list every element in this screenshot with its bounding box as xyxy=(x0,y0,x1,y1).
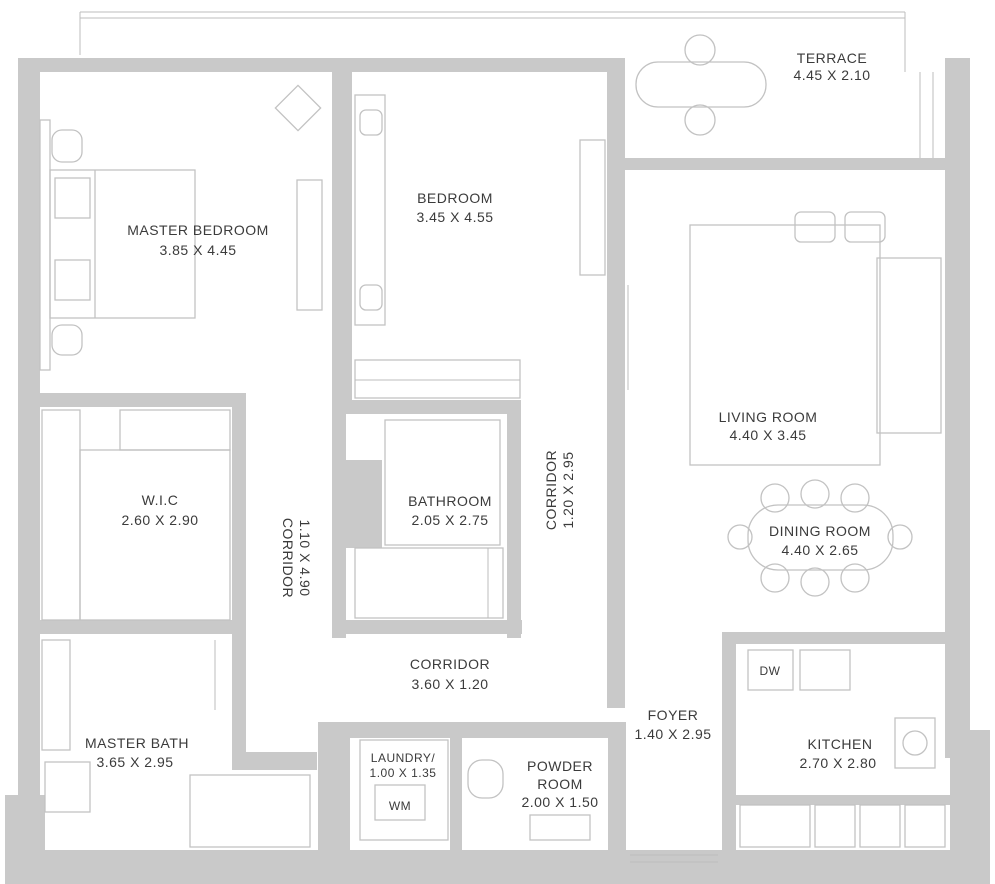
living-room-dims: 4.40 X 3.45 xyxy=(729,427,806,443)
foyer-name: FOYER xyxy=(648,707,699,723)
powder-room-name: POWDER xyxy=(527,758,593,774)
fixtures xyxy=(39,11,946,863)
corridor-left-name: CORRIDOR xyxy=(280,518,296,598)
wic-name: W.I.C xyxy=(142,492,179,508)
corridor-right-name: CORRIDOR xyxy=(543,450,559,530)
terrace-name: TERRACE xyxy=(797,50,867,66)
powder-room-dims: 2.00 X 1.50 xyxy=(521,794,598,810)
foyer-dims: 1.40 X 2.95 xyxy=(634,726,711,742)
laundry-dims: 1.00 X 1.35 xyxy=(370,766,437,780)
walls xyxy=(5,58,990,884)
room-labels: TERRACE 4.45 X 2.10 MASTER BEDROOM 3.85 … xyxy=(85,50,876,813)
bedroom-dims: 3.45 X 4.55 xyxy=(416,209,493,225)
corridor-left-dims: 1.10 X 4.90 xyxy=(297,519,313,596)
master-bedroom-dims: 3.85 X 4.45 xyxy=(159,242,236,258)
dishwasher-label: DW xyxy=(760,664,781,678)
corridor-bottom-dims: 3.60 X 1.20 xyxy=(411,676,488,692)
terrace-dims: 4.45 X 2.10 xyxy=(793,67,870,83)
kitchen-name: KITCHEN xyxy=(808,736,873,752)
living-room-name: LIVING ROOM xyxy=(719,409,818,425)
wic-dims: 2.60 X 2.90 xyxy=(121,512,198,528)
washing-machine-label: WM xyxy=(389,799,411,813)
dining-room-name: DINING ROOM xyxy=(769,523,871,539)
corridor-bottom-name: CORRIDOR xyxy=(410,656,490,672)
bathroom-name: BATHROOM xyxy=(408,493,492,509)
powder-room-name-2: ROOM xyxy=(537,776,583,792)
master-bedroom-name: MASTER BEDROOM xyxy=(127,222,269,238)
bathroom-dims: 2.05 X 2.75 xyxy=(411,512,488,528)
master-bath-name: MASTER BATH xyxy=(85,735,189,751)
dining-room-dims: 4.40 X 2.65 xyxy=(781,542,858,558)
master-bath-dims: 3.65 X 2.95 xyxy=(96,754,173,770)
laundry-name: LAUNDRY/ xyxy=(371,751,436,765)
kitchen-dims: 2.70 X 2.80 xyxy=(799,755,876,771)
bedroom-name: BEDROOM xyxy=(417,190,493,206)
corridor-right-dims: 1.20 X 2.95 xyxy=(560,451,576,528)
